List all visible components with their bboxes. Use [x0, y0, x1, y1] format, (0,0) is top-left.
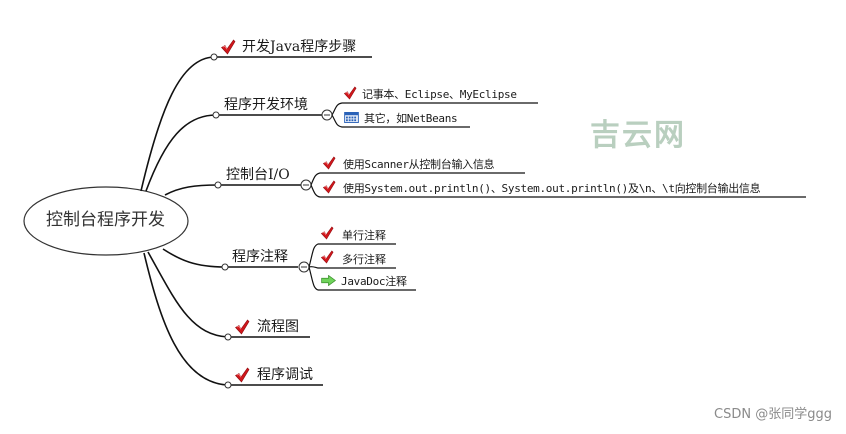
branch-label: 程序注释 — [232, 249, 288, 265]
root-node[interactable] — [23, 186, 189, 256]
subitem-label: 记事本、Eclipse、MyEclipse — [362, 88, 517, 101]
calendar-icon — [344, 112, 359, 123]
subitem-label: 单行注释 — [342, 229, 386, 242]
subitem-label: 使用System.out.println()、System.out.printl… — [343, 182, 761, 195]
subitem-label: 其它，如NetBeans — [364, 112, 458, 125]
node-joints — [210, 53, 232, 389]
csdn-credit: CSDN @张同学ggg — [714, 407, 832, 422]
collapse-button-io — [300, 179, 312, 191]
check-icon — [322, 180, 336, 194]
branch-label: 流程图 — [257, 319, 299, 335]
branch-label: 程序开发环境 — [224, 97, 308, 113]
arrow-right-icon — [321, 275, 336, 286]
check-icon — [320, 250, 334, 264]
branch-label: 控制台I/O — [226, 167, 290, 183]
branch-label: 开发Java程序步骤 — [242, 39, 357, 55]
root-connectors — [140, 56, 229, 386]
subitem-label: 使用Scanner从控制台输入信息 — [343, 158, 495, 171]
collapse-buttons[interactable] — [298, 109, 333, 273]
subitem-label: 多行注释 — [342, 253, 386, 266]
branch-label: 程序调试 — [257, 367, 313, 383]
branch-underlines — [214, 56, 372, 386]
check-icon — [234, 367, 250, 383]
sub-branch-lines — [308, 102, 806, 291]
subitem-label: JavaDoc注释 — [341, 275, 407, 288]
check-icon — [220, 39, 236, 55]
check-icon — [234, 319, 250, 335]
watermark-logo: 吉云网 — [590, 118, 686, 153]
collapse-button-env — [321, 109, 333, 121]
collapse-button-comments — [298, 261, 310, 273]
check-icon — [343, 86, 357, 100]
root-label: 控制台程序开发 — [46, 210, 165, 230]
check-icon — [322, 156, 336, 170]
check-icon — [320, 226, 334, 240]
